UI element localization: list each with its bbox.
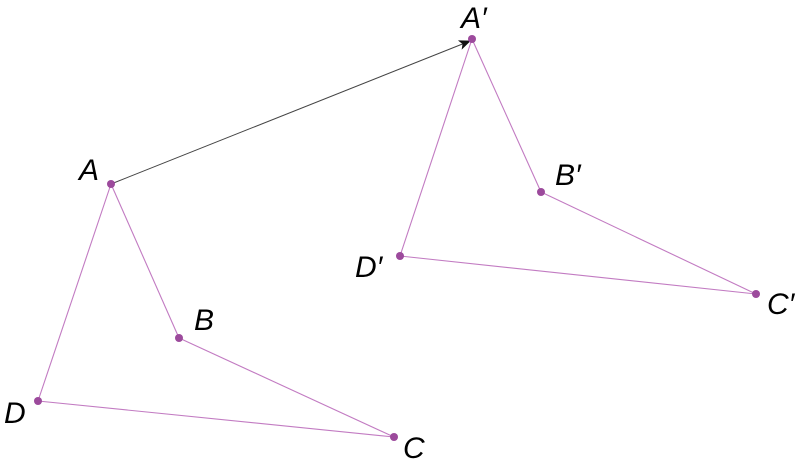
vertex-B-prime — [537, 188, 545, 196]
vertex-D — [34, 397, 42, 405]
label-C-prime: C′ — [767, 288, 796, 321]
edge-B-prime-C-prime — [540, 191, 757, 295]
label-D: D — [4, 397, 26, 430]
label-B-prime: B′ — [555, 159, 582, 192]
edge-CD — [37, 400, 395, 438]
label-B: B — [194, 304, 214, 337]
edge-BC — [178, 337, 395, 438]
vertex-C — [390, 433, 398, 441]
vertex-A-prime — [468, 35, 476, 43]
original-quadrilateral: A B C D — [4, 154, 425, 465]
label-D-prime: D′ — [355, 251, 384, 284]
vertex-C-prime — [752, 290, 760, 298]
translation-arrow — [110, 40, 471, 185]
vertex-B — [175, 334, 183, 342]
vertex-A — [107, 180, 115, 188]
edge-DA — [37, 183, 112, 402]
label-A-prime: A′ — [459, 2, 488, 35]
edge-D-prime-A-prime — [399, 38, 473, 257]
image-quadrilateral: A′ B′ C′ D′ — [355, 2, 796, 321]
edge-A-prime-B-prime — [471, 38, 542, 193]
label-A: A — [77, 154, 99, 187]
edge-AB — [110, 183, 180, 339]
label-C: C — [403, 432, 425, 465]
edge-C-prime-D-prime — [399, 255, 757, 295]
vertex-D-prime — [396, 252, 404, 260]
